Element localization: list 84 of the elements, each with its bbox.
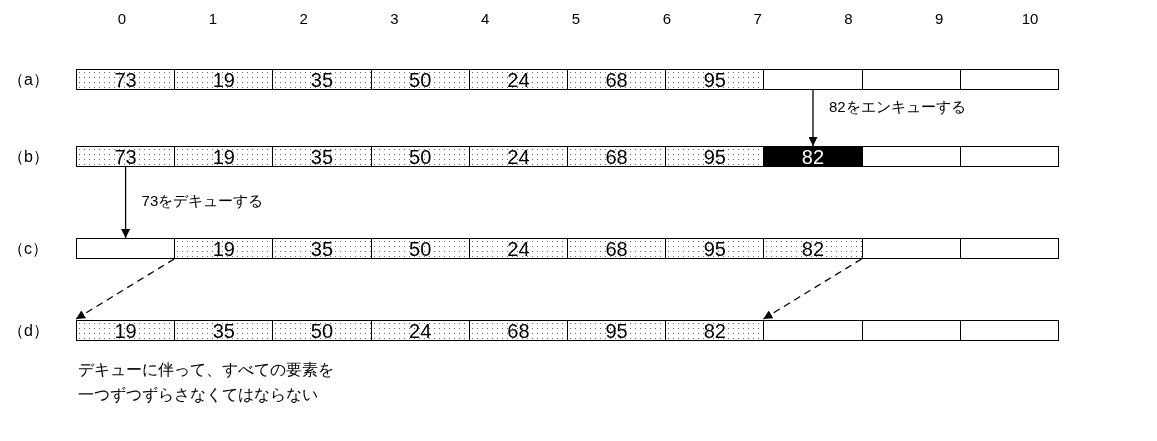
- array-cell: [174, 320, 274, 341]
- cell-value: 50: [408, 69, 433, 90]
- cell-value: 82: [702, 320, 727, 341]
- row-label: （d）: [8, 321, 49, 341]
- array-cell: [174, 69, 274, 90]
- empty-array-cell: [861, 69, 961, 90]
- column-index: 2: [299, 10, 308, 27]
- array-cell: [567, 320, 667, 341]
- cell-value: 95: [604, 320, 629, 341]
- array-cell: [567, 69, 667, 90]
- arrow: [762, 258, 863, 320]
- array-cell: [665, 69, 765, 90]
- array-cell: [567, 146, 667, 167]
- cell-value: 73: [113, 146, 138, 167]
- cell-value: 95: [702, 238, 727, 259]
- column-index: 1: [208, 10, 217, 27]
- cell-value: 35: [309, 69, 335, 90]
- column-index: 5: [571, 10, 581, 27]
- array-cell: [370, 320, 470, 341]
- arrow: [75, 258, 175, 320]
- row-label: （b）: [8, 147, 49, 167]
- cell-value: 68: [604, 146, 629, 167]
- array-cell: [272, 146, 372, 167]
- cell-value: 19: [211, 238, 236, 259]
- arrow: [121, 166, 131, 239]
- cell-value: 82: [800, 146, 826, 167]
- array-cell: [272, 238, 372, 259]
- array-cell: [370, 69, 470, 90]
- array-cell: [468, 146, 568, 167]
- cell-value: 82: [800, 238, 826, 259]
- empty-array-cell: [959, 146, 1059, 167]
- cell-value: 24: [408, 320, 433, 341]
- note: デキューに伴って、すべての要素を一つずつずらさなくてはならない: [78, 360, 335, 405]
- array-cell: [76, 146, 176, 167]
- array-cell: [272, 320, 372, 341]
- cell-value: 68: [604, 69, 629, 90]
- array-cell: [370, 238, 470, 259]
- array-cell: [76, 320, 176, 341]
- array-cell: [468, 320, 568, 341]
- array-cell: [370, 146, 470, 167]
- cell-value: 19: [113, 320, 138, 341]
- cell-value: 73: [113, 69, 138, 90]
- cell-value: 50: [408, 238, 433, 259]
- cell-value: 68: [506, 320, 531, 341]
- empty-array-cell: [959, 69, 1059, 90]
- array-cell: [468, 238, 568, 259]
- column-index: 0: [117, 10, 127, 27]
- array-cell: [567, 238, 667, 259]
- empty-array-cell: [861, 320, 961, 341]
- cell-value: 35: [211, 320, 236, 341]
- arrow: [808, 89, 818, 147]
- empty-array-cell: [959, 320, 1059, 341]
- cell-value: 95: [702, 146, 727, 167]
- array-cell: [76, 69, 176, 90]
- cell-value: 24: [506, 146, 531, 167]
- cell-value: 50: [309, 320, 335, 341]
- cell-value: 19: [211, 146, 236, 167]
- column-index: 7: [753, 10, 762, 27]
- column-index: 6: [662, 10, 671, 27]
- array-cell: [763, 238, 863, 259]
- cell-value: 50: [408, 146, 433, 167]
- array-cell: [272, 69, 372, 90]
- cell-value: 24: [506, 238, 531, 259]
- array-cell: [665, 320, 765, 341]
- row-label: （c）: [8, 239, 48, 259]
- array-cell: [665, 238, 765, 259]
- column-index: 9: [935, 10, 944, 27]
- array-cell: [763, 146, 863, 167]
- empty-array-cell: [959, 238, 1059, 259]
- cell-value: 68: [604, 238, 629, 259]
- cell-value: 35: [309, 146, 335, 167]
- column-index: 10: [1021, 10, 1039, 27]
- cell-value: 95: [702, 69, 727, 90]
- column-index: 8: [844, 10, 853, 27]
- cell-value: 35: [309, 238, 335, 259]
- array-cell: [174, 238, 274, 259]
- column-index: 4: [481, 10, 490, 27]
- column-index: 3: [390, 10, 399, 27]
- array-cell: [665, 146, 765, 167]
- cell-value: 24: [506, 69, 531, 90]
- cell-value: 19: [211, 69, 236, 90]
- array-cell: [468, 69, 568, 90]
- row-label: （a）: [8, 70, 49, 90]
- array-cell: [174, 146, 274, 167]
